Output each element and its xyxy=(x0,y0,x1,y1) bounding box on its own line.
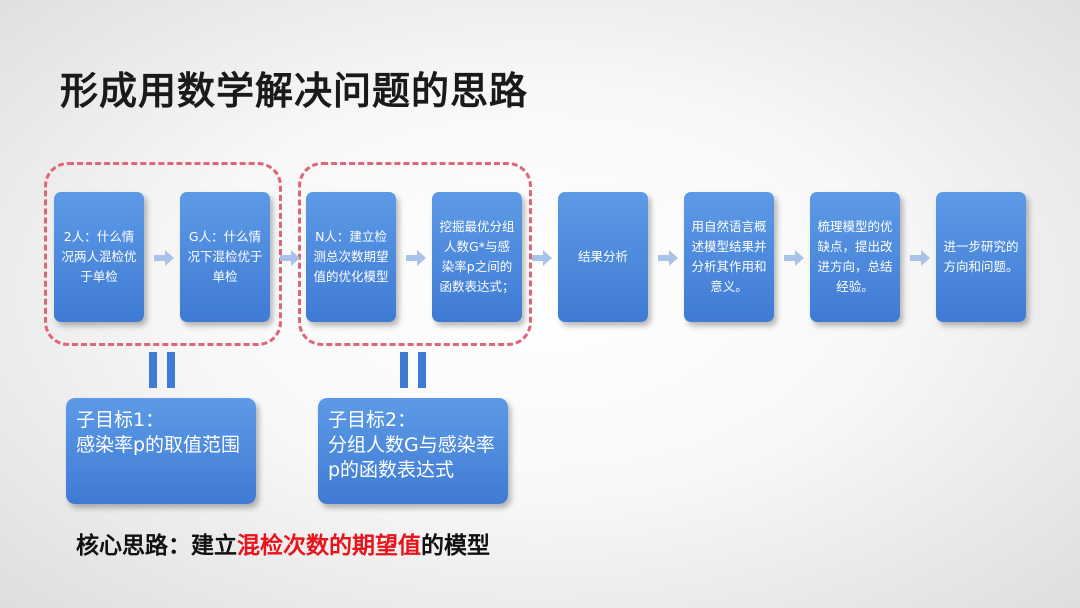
arrow-right-icon xyxy=(532,250,552,266)
step-box-4: 挖掘最优分组人数G*与感染率p之间的函数表达式； xyxy=(432,192,522,322)
step-text: 梳理模型的优缺点，提出改进方向，总结经验。 xyxy=(817,219,893,294)
arrow-right-icon xyxy=(154,250,174,266)
subgoal-label: 子目标1： xyxy=(76,409,165,431)
slide-title: 形成用数学解决问题的思路 xyxy=(60,69,529,113)
core-idea: 核心思路：建立混检次数的期望值的模型 xyxy=(76,526,490,560)
subgoal-label: 子目标2： xyxy=(328,409,417,431)
subgoal-box-1: 子目标1： 感染率p的取值范围 xyxy=(66,398,256,504)
link-marker-icon xyxy=(400,352,428,388)
subgoal-body: 分组人数G与感染率p的函数表达式 xyxy=(328,434,495,481)
step-text: N人：建立检测总次数期望值的优化模型 xyxy=(313,229,389,284)
core-highlight: 混检次数的期望值 xyxy=(237,533,421,559)
arrow-right-icon xyxy=(658,250,678,266)
core-prefix: 核心思路：建立 xyxy=(76,533,237,559)
arrow-right-icon xyxy=(406,250,426,266)
step-text: 结果分析 xyxy=(577,249,628,264)
step-text: 用自然语言概述模型结果并分析其作用和意义。 xyxy=(691,219,767,294)
arrow-right-icon xyxy=(280,250,300,266)
arrow-right-icon xyxy=(910,250,930,266)
step-text: 进一步研究的方向和问题。 xyxy=(943,239,1019,274)
step-box-3: N人：建立检测总次数期望值的优化模型 xyxy=(306,192,396,322)
dashed-group-1 xyxy=(44,162,282,346)
arrow-right-icon xyxy=(784,250,804,266)
step-text: 2人：什么情况两人混检优于单检 xyxy=(61,229,137,284)
step-box-6: 用自然语言概述模型结果并分析其作用和意义。 xyxy=(684,192,774,322)
step-box-8: 进一步研究的方向和问题。 xyxy=(936,192,1026,322)
dashed-group-2 xyxy=(298,162,532,346)
subgoal-body: 感染率p的取值范围 xyxy=(76,434,241,456)
core-suffix: 的模型 xyxy=(421,533,490,559)
step-text: 挖掘最优分组人数G*与感染率p之间的函数表达式； xyxy=(439,219,515,294)
subgoal-box-2: 子目标2： 分组人数G与感染率p的函数表达式 xyxy=(318,398,508,504)
step-box-5: 结果分析 xyxy=(558,192,648,322)
step-text: G人：什么情况下混检优于单检 xyxy=(187,229,263,284)
link-marker-icon xyxy=(149,352,177,388)
step-box-2: G人：什么情况下混检优于单检 xyxy=(180,192,270,322)
step-box-7: 梳理模型的优缺点，提出改进方向，总结经验。 xyxy=(810,192,900,322)
step-box-1: 2人：什么情况两人混检优于单检 xyxy=(54,192,144,322)
